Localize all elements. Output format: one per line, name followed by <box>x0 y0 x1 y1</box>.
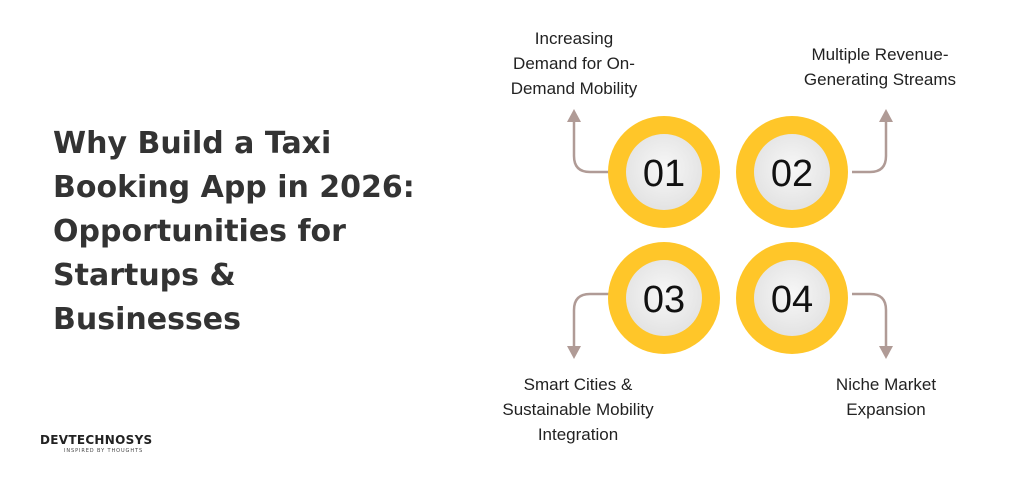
arrow-up-icon <box>567 109 581 122</box>
title-line: Booking App in 2026: <box>53 170 415 205</box>
circle-04: 04 <box>736 242 848 354</box>
connector-01 <box>572 120 612 174</box>
label-02: Multiple Revenue- Generating Streams <box>770 42 990 92</box>
number-03: 03 <box>643 279 685 321</box>
label-line: Expansion <box>846 400 926 419</box>
arrow-down-icon <box>567 346 581 359</box>
logo-wordmark: DEVTECHNOSYS <box>40 433 153 447</box>
label-line: Generating Streams <box>803 70 957 89</box>
number-04: 04 <box>771 279 813 321</box>
label-line: Multiple Revenue- <box>811 45 949 64</box>
title-line: Why Build a Taxi <box>53 126 332 161</box>
brand-logo: DEVTECHNOSYS INSPIRED BY THOUGHTS <box>40 433 160 463</box>
label-line: Sustainable Mobility <box>502 400 654 419</box>
logo-tagline: INSPIRED BY THOUGHTS <box>64 448 144 454</box>
title-line: Businesses <box>53 302 241 337</box>
number-02: 02 <box>771 153 813 195</box>
title-line: Startups & <box>53 258 236 293</box>
arrow-down-icon <box>879 346 893 359</box>
label-line: Increasing <box>534 29 614 48</box>
connector-02 <box>852 120 888 174</box>
label-01: Increasing Demand for On- Demand Mobilit… <box>474 26 674 101</box>
arrow-up-icon <box>879 109 893 122</box>
label-line: Smart Cities & <box>523 375 633 394</box>
label-line: Integration <box>537 425 619 444</box>
label-line: Demand Mobility <box>510 79 638 98</box>
circle-02: 02 <box>736 116 848 228</box>
label-line: Niche Market <box>835 375 937 394</box>
label-line: Demand for On- <box>513 54 635 73</box>
page-title: Why Build a Taxi Booking App in 2026: Op… <box>53 122 473 342</box>
connector-03 <box>572 292 612 348</box>
circle-03: 03 <box>608 242 720 354</box>
circle-01: 01 <box>608 116 720 228</box>
label-04: Niche Market Expansion <box>786 372 986 422</box>
label-03: Smart Cities & Sustainable Mobility Inte… <box>468 372 688 447</box>
number-01: 01 <box>643 153 685 195</box>
connector-04 <box>852 292 888 348</box>
title-line: Opportunities for <box>53 214 346 249</box>
